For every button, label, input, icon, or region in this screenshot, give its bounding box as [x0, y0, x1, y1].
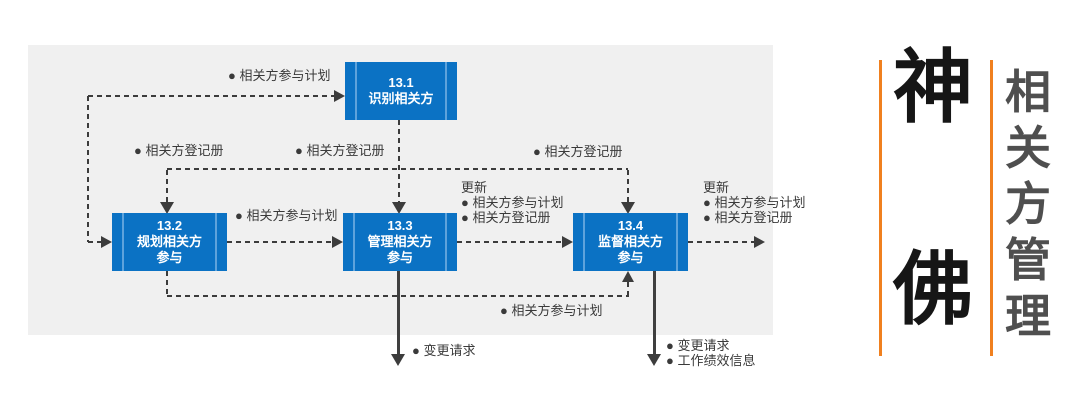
process-name: 管理相关方参与 — [367, 234, 433, 265]
dashed-line-register-horizontal — [167, 168, 628, 170]
update-item: ● 相关方登记册 — [461, 210, 551, 225]
arrowhead-into-13-2-left — [101, 236, 112, 248]
update-title: 更新 — [703, 180, 730, 195]
process-id: 13.4 — [617, 218, 644, 233]
flow-label-update-right: 更新 ● 相关方参与计划 ● 相关方登记册 — [703, 180, 805, 225]
chapter-title-vertical: 相关方管理 — [1005, 66, 1051, 342]
update-item: ● 相关方参与计划 — [703, 195, 806, 210]
flow-label-plan-between: ● 相关方参与计划 — [235, 208, 338, 223]
process-box-13-2: 13.2 规划相关方参与 — [112, 213, 227, 271]
flow-label-register-right: ● 相关方登记册 — [533, 144, 623, 159]
arrowhead-into-13-2-top — [160, 202, 174, 214]
solid-line-13-4-output — [653, 271, 656, 356]
process-id: 13.3 — [387, 218, 413, 233]
process-id: 13.2 — [156, 218, 183, 233]
arrowhead-13-4-out-right — [754, 236, 765, 248]
dashed-line-13-3-to-13-4 — [457, 241, 564, 243]
update-item: ● 相关方登记册 — [703, 210, 793, 225]
arrowhead-into-13-3-top — [392, 202, 406, 214]
arrowhead-13-4-output — [647, 354, 661, 366]
flow-label-register-left: ● 相关方登记册 — [134, 143, 224, 158]
arrowhead-into-13-4-top — [621, 202, 635, 214]
flow-label-outputs-13-4: ● 变更请求 ● 工作绩效信息 — [666, 338, 755, 368]
arrowhead-into-13-4-left — [562, 236, 573, 248]
arrowhead-into-13-3-left — [332, 236, 343, 248]
process-box-13-3: 13.3 管理相关方参与 — [343, 213, 457, 271]
solid-line-13-3-output — [397, 271, 400, 356]
accent-line-left — [879, 60, 882, 356]
update-item: ● 相关方参与计划 — [461, 195, 564, 210]
dashed-line-up-to-13-4-bottom — [627, 282, 629, 296]
dashed-line-13-1-down — [398, 120, 400, 204]
dashed-line-13-2-to-13-3 — [227, 241, 334, 243]
accent-line-right — [990, 60, 993, 356]
dashed-line-down-to-13-2 — [166, 170, 168, 203]
flow-label-register-mid: ● 相关方登记册 — [295, 143, 385, 158]
flow-label-plan-to-identify: ● 相关方参与计划 — [228, 68, 331, 83]
arrowhead-13-3-output — [391, 354, 405, 366]
flow-label-update-mid: 更新 ● 相关方参与计划 ● 相关方登记册 — [461, 180, 563, 225]
output-item: ● 工作绩效信息 — [666, 353, 756, 368]
flow-label-plan-bottom: ● 相关方参与计划 — [500, 303, 603, 318]
output-item: ● 变更请求 — [666, 338, 730, 353]
dashed-line-13-2-bottom-down — [166, 271, 168, 297]
dashed-line-13-4-out-right — [688, 241, 756, 243]
update-title: 更新 — [461, 180, 488, 195]
dashed-line-left-vertical — [87, 96, 89, 242]
process-name: 识别相关方 — [368, 91, 434, 106]
watermark-character-bottom: 佛 — [893, 245, 973, 334]
flow-label-change-request: ● 变更请求 — [412, 343, 476, 358]
dashed-line-down-to-13-4 — [627, 170, 629, 203]
arrowhead-into-13-1 — [334, 90, 345, 102]
process-name: 规划相关方参与 — [136, 234, 202, 265]
arrowhead-into-13-4-bottom — [622, 271, 634, 282]
dashed-line-into-13-2-left — [88, 241, 102, 243]
process-box-13-4: 13.4 监督相关方参与 — [573, 213, 688, 271]
process-box-13-1: 13.1 识别相关方 — [345, 62, 457, 120]
watermark-character-top: 神 — [893, 43, 973, 132]
process-id: 13.1 — [388, 75, 414, 90]
process-name: 监督相关方参与 — [597, 234, 663, 265]
dashed-line-top-to-13-1 — [88, 95, 334, 97]
